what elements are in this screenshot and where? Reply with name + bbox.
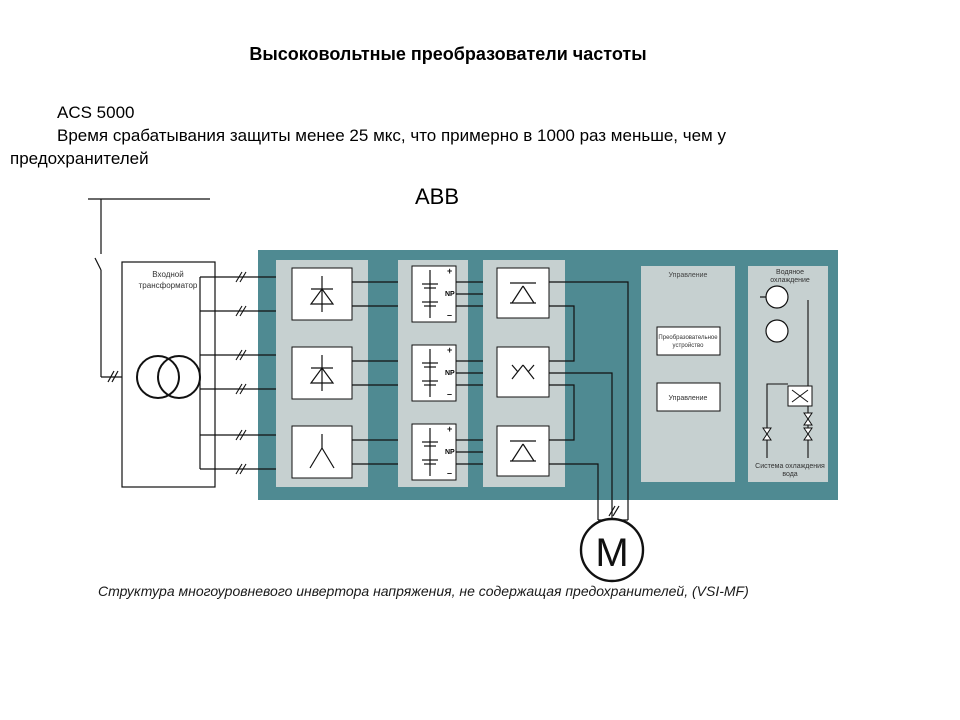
svg-text:+: + bbox=[447, 266, 452, 276]
valve-icon bbox=[762, 412, 813, 441]
control-panel: Управление Преобразовательное устройство… bbox=[641, 266, 735, 482]
control-box-1-line-2: устройство bbox=[673, 342, 705, 349]
np-label: NP bbox=[445, 370, 455, 377]
water-cooling-panel: Водяное охлаждение Система охлаждения во… bbox=[748, 266, 828, 482]
diode-icon bbox=[309, 276, 335, 312]
diode-icon bbox=[309, 434, 335, 469]
svg-text:+: + bbox=[447, 345, 452, 355]
motor-label: M bbox=[595, 531, 628, 575]
np-label: NP bbox=[445, 449, 455, 456]
water-title-2: охлаждение bbox=[770, 277, 810, 284]
three-phase-marks bbox=[235, 271, 247, 475]
control-title: Управление bbox=[669, 272, 708, 279]
description-line-1: Время срабатывания защиты менее 25 мкс, … bbox=[57, 126, 726, 145]
igct-icon bbox=[510, 282, 536, 304]
water-bottom-2: вода bbox=[782, 471, 797, 478]
description-line-2: предохранителей bbox=[10, 149, 149, 168]
igct-icon bbox=[511, 364, 535, 380]
np-label: NP bbox=[445, 291, 455, 298]
capacitor-icon bbox=[422, 349, 438, 397]
input-transformer: Входной трансформатор bbox=[121, 261, 216, 488]
diode-icon bbox=[309, 355, 335, 391]
brand-label: ABB bbox=[415, 184, 460, 209]
svg-text:–: – bbox=[447, 389, 452, 399]
motor: M bbox=[579, 517, 645, 583]
svg-text:–: – bbox=[447, 310, 452, 320]
capacitor-icon bbox=[422, 270, 438, 318]
igct-icon bbox=[510, 440, 536, 462]
pump-icon bbox=[765, 285, 789, 309]
control-box-1-line-1: Преобразовательное bbox=[658, 335, 718, 341]
water-title-1: Водяное bbox=[776, 269, 804, 276]
water-bottom-1: Система охлаждения bbox=[755, 463, 825, 470]
pump-icon bbox=[765, 319, 789, 343]
svg-text:+: + bbox=[447, 424, 452, 434]
motor-wires bbox=[549, 281, 629, 532]
transformer-label-1: Входной bbox=[152, 270, 183, 279]
rectifier-module bbox=[276, 260, 368, 487]
diagram-caption: Структура многоуровневого инвертора напр… bbox=[98, 583, 749, 599]
model-name: ACS 5000 bbox=[57, 103, 135, 122]
supply-line bbox=[88, 198, 210, 383]
capacitor-icon bbox=[422, 428, 438, 476]
svg-text:–: – bbox=[447, 468, 452, 478]
control-box-2: Управление bbox=[669, 395, 708, 402]
transformer-label-2: трансформатор bbox=[139, 281, 198, 290]
slide-title: Высоковольтные преобразователи частоты bbox=[249, 44, 647, 64]
